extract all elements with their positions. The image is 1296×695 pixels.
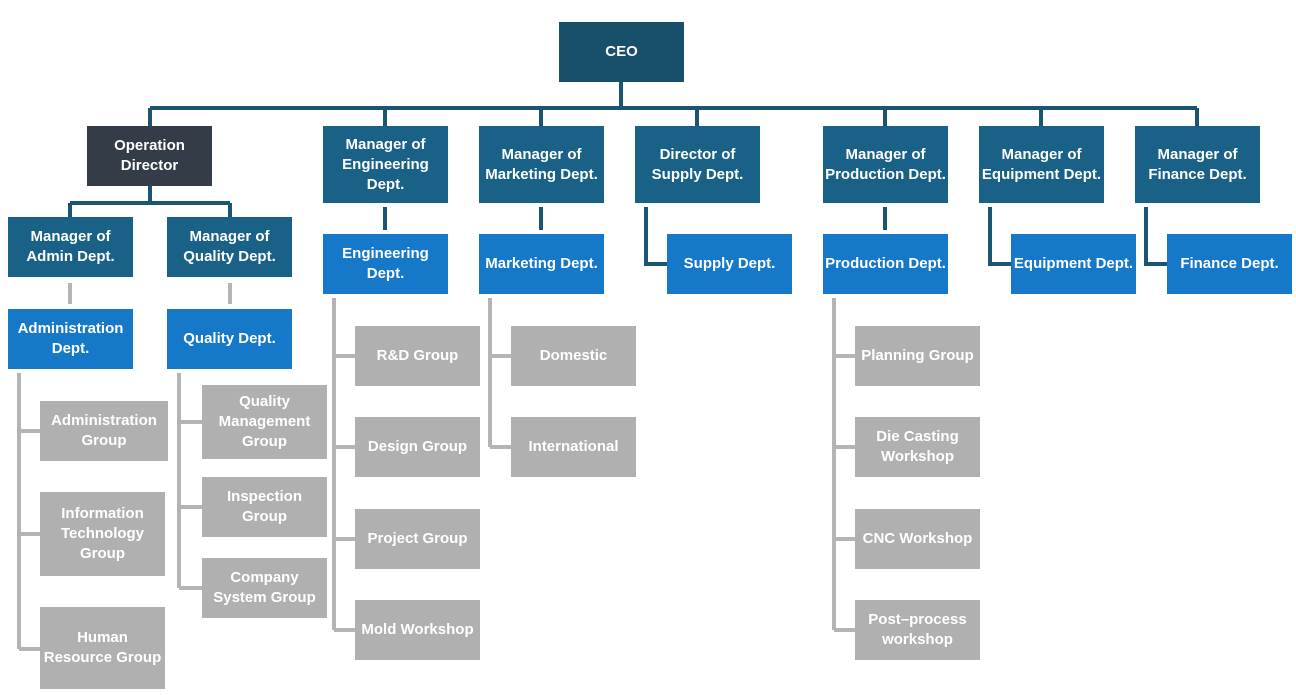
planning-group-box: Planning Group	[855, 326, 980, 386]
post-process-workshop-box: Post–process workshop	[855, 600, 980, 660]
hr-group-box: Human Resource Group	[40, 607, 165, 689]
company-system-group-box: Company System Group	[202, 558, 327, 618]
quality-management-group-box: Quality Management Group	[202, 385, 327, 459]
operation-director-box: Operation Director	[87, 126, 212, 186]
finance-manager-box: Manager of Finance Dept.	[1135, 126, 1260, 203]
international-box: International	[511, 417, 636, 477]
supply-director-box: Director of Supply Dept.	[635, 126, 760, 203]
cnc-workshop-box: CNC Workshop	[855, 509, 980, 569]
project-group-box: Project Group	[355, 509, 480, 569]
equipment-manager-box: Manager of Equipment Dept.	[979, 126, 1104, 203]
admin-group-box: Administration Group	[40, 401, 168, 461]
engineering-dept-box: Engineering Dept.	[323, 234, 448, 294]
ceo-box: CEO	[559, 22, 684, 82]
admin-manager-box: Manager of Admin Dept.	[8, 217, 133, 277]
quality-manager-box: Manager of Quality Dept.	[167, 217, 292, 277]
mold-workshop-box: Mold Workshop	[355, 600, 480, 660]
production-manager-box: Manager of Production Dept.	[823, 126, 948, 203]
finance-dept-box: Finance Dept.	[1167, 234, 1292, 294]
inspection-group-box: Inspection Group	[202, 477, 327, 537]
it-group-box: Information Technology Group	[40, 492, 165, 576]
marketing-manager-box: Manager of Marketing Dept.	[479, 126, 604, 203]
gray-connectors	[17, 283, 855, 651]
die-casting-workshop-box: Die Casting Workshop	[855, 417, 980, 477]
supply-dept-box: Supply Dept.	[667, 234, 792, 294]
rd-group-box: R&D Group	[355, 326, 480, 386]
engineering-manager-box: Manager of Engineering Dept.	[323, 126, 448, 203]
equipment-dept-box: Equipment Dept.	[1011, 234, 1136, 294]
quality-dept-box: Quality Dept.	[167, 309, 292, 369]
domestic-box: Domestic	[511, 326, 636, 386]
marketing-dept-box: Marketing Dept.	[479, 234, 604, 294]
dark-connectors	[68, 82, 1199, 266]
production-dept-box: Production Dept.	[823, 234, 948, 294]
admin-dept-box: Administration Dept.	[8, 309, 133, 369]
design-group-box: Design Group	[355, 417, 480, 477]
